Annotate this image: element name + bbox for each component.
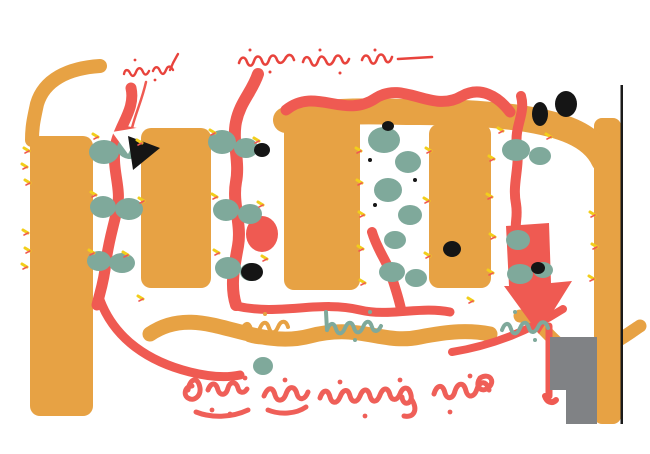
flow-swoosh-left bbox=[95, 295, 245, 382]
flow-wavy-band-top bbox=[280, 86, 516, 118]
orange-label-squiggle bbox=[240, 312, 290, 345]
bottom-title-squiggle bbox=[182, 373, 495, 419]
flow-gray-block-foot bbox=[542, 393, 559, 406]
membrane-left-funnel bbox=[25, 59, 107, 147]
flow-swoosh-right bbox=[448, 305, 567, 356]
top-title-squiggle bbox=[237, 48, 434, 75]
teal-label-1-squiggle bbox=[324, 310, 383, 342]
membrane-slab bbox=[30, 136, 93, 416]
molecule bbox=[379, 262, 427, 287]
molecule bbox=[90, 196, 143, 220]
ink-accents bbox=[112, 85, 623, 424]
molecule-cluster bbox=[368, 127, 422, 249]
membrane-slab bbox=[284, 106, 360, 290]
membrane-slab bbox=[429, 124, 491, 288]
top-title-dash bbox=[396, 55, 434, 61]
molecule bbox=[253, 357, 273, 375]
molecule bbox=[213, 199, 262, 224]
membrane-top-bar bbox=[273, 98, 617, 173]
flow-blob bbox=[246, 216, 278, 252]
molecule bbox=[208, 130, 258, 158]
molecule bbox=[506, 230, 530, 250]
big-down-arrow bbox=[126, 126, 572, 334]
gray-block bbox=[550, 337, 597, 424]
label-pointer-line bbox=[130, 80, 148, 130]
membrane-bottom-band bbox=[142, 314, 498, 347]
top-small-label-squiggle bbox=[122, 52, 180, 82]
right-edge-line bbox=[620, 85, 623, 424]
membrane-slab bbox=[141, 128, 211, 288]
molecule bbox=[87, 251, 135, 273]
teal-label-2-squiggle bbox=[500, 310, 550, 342]
flow-channel-d bbox=[509, 91, 528, 233]
molecule bbox=[502, 139, 551, 165]
flow-band-bottom bbox=[231, 301, 455, 317]
